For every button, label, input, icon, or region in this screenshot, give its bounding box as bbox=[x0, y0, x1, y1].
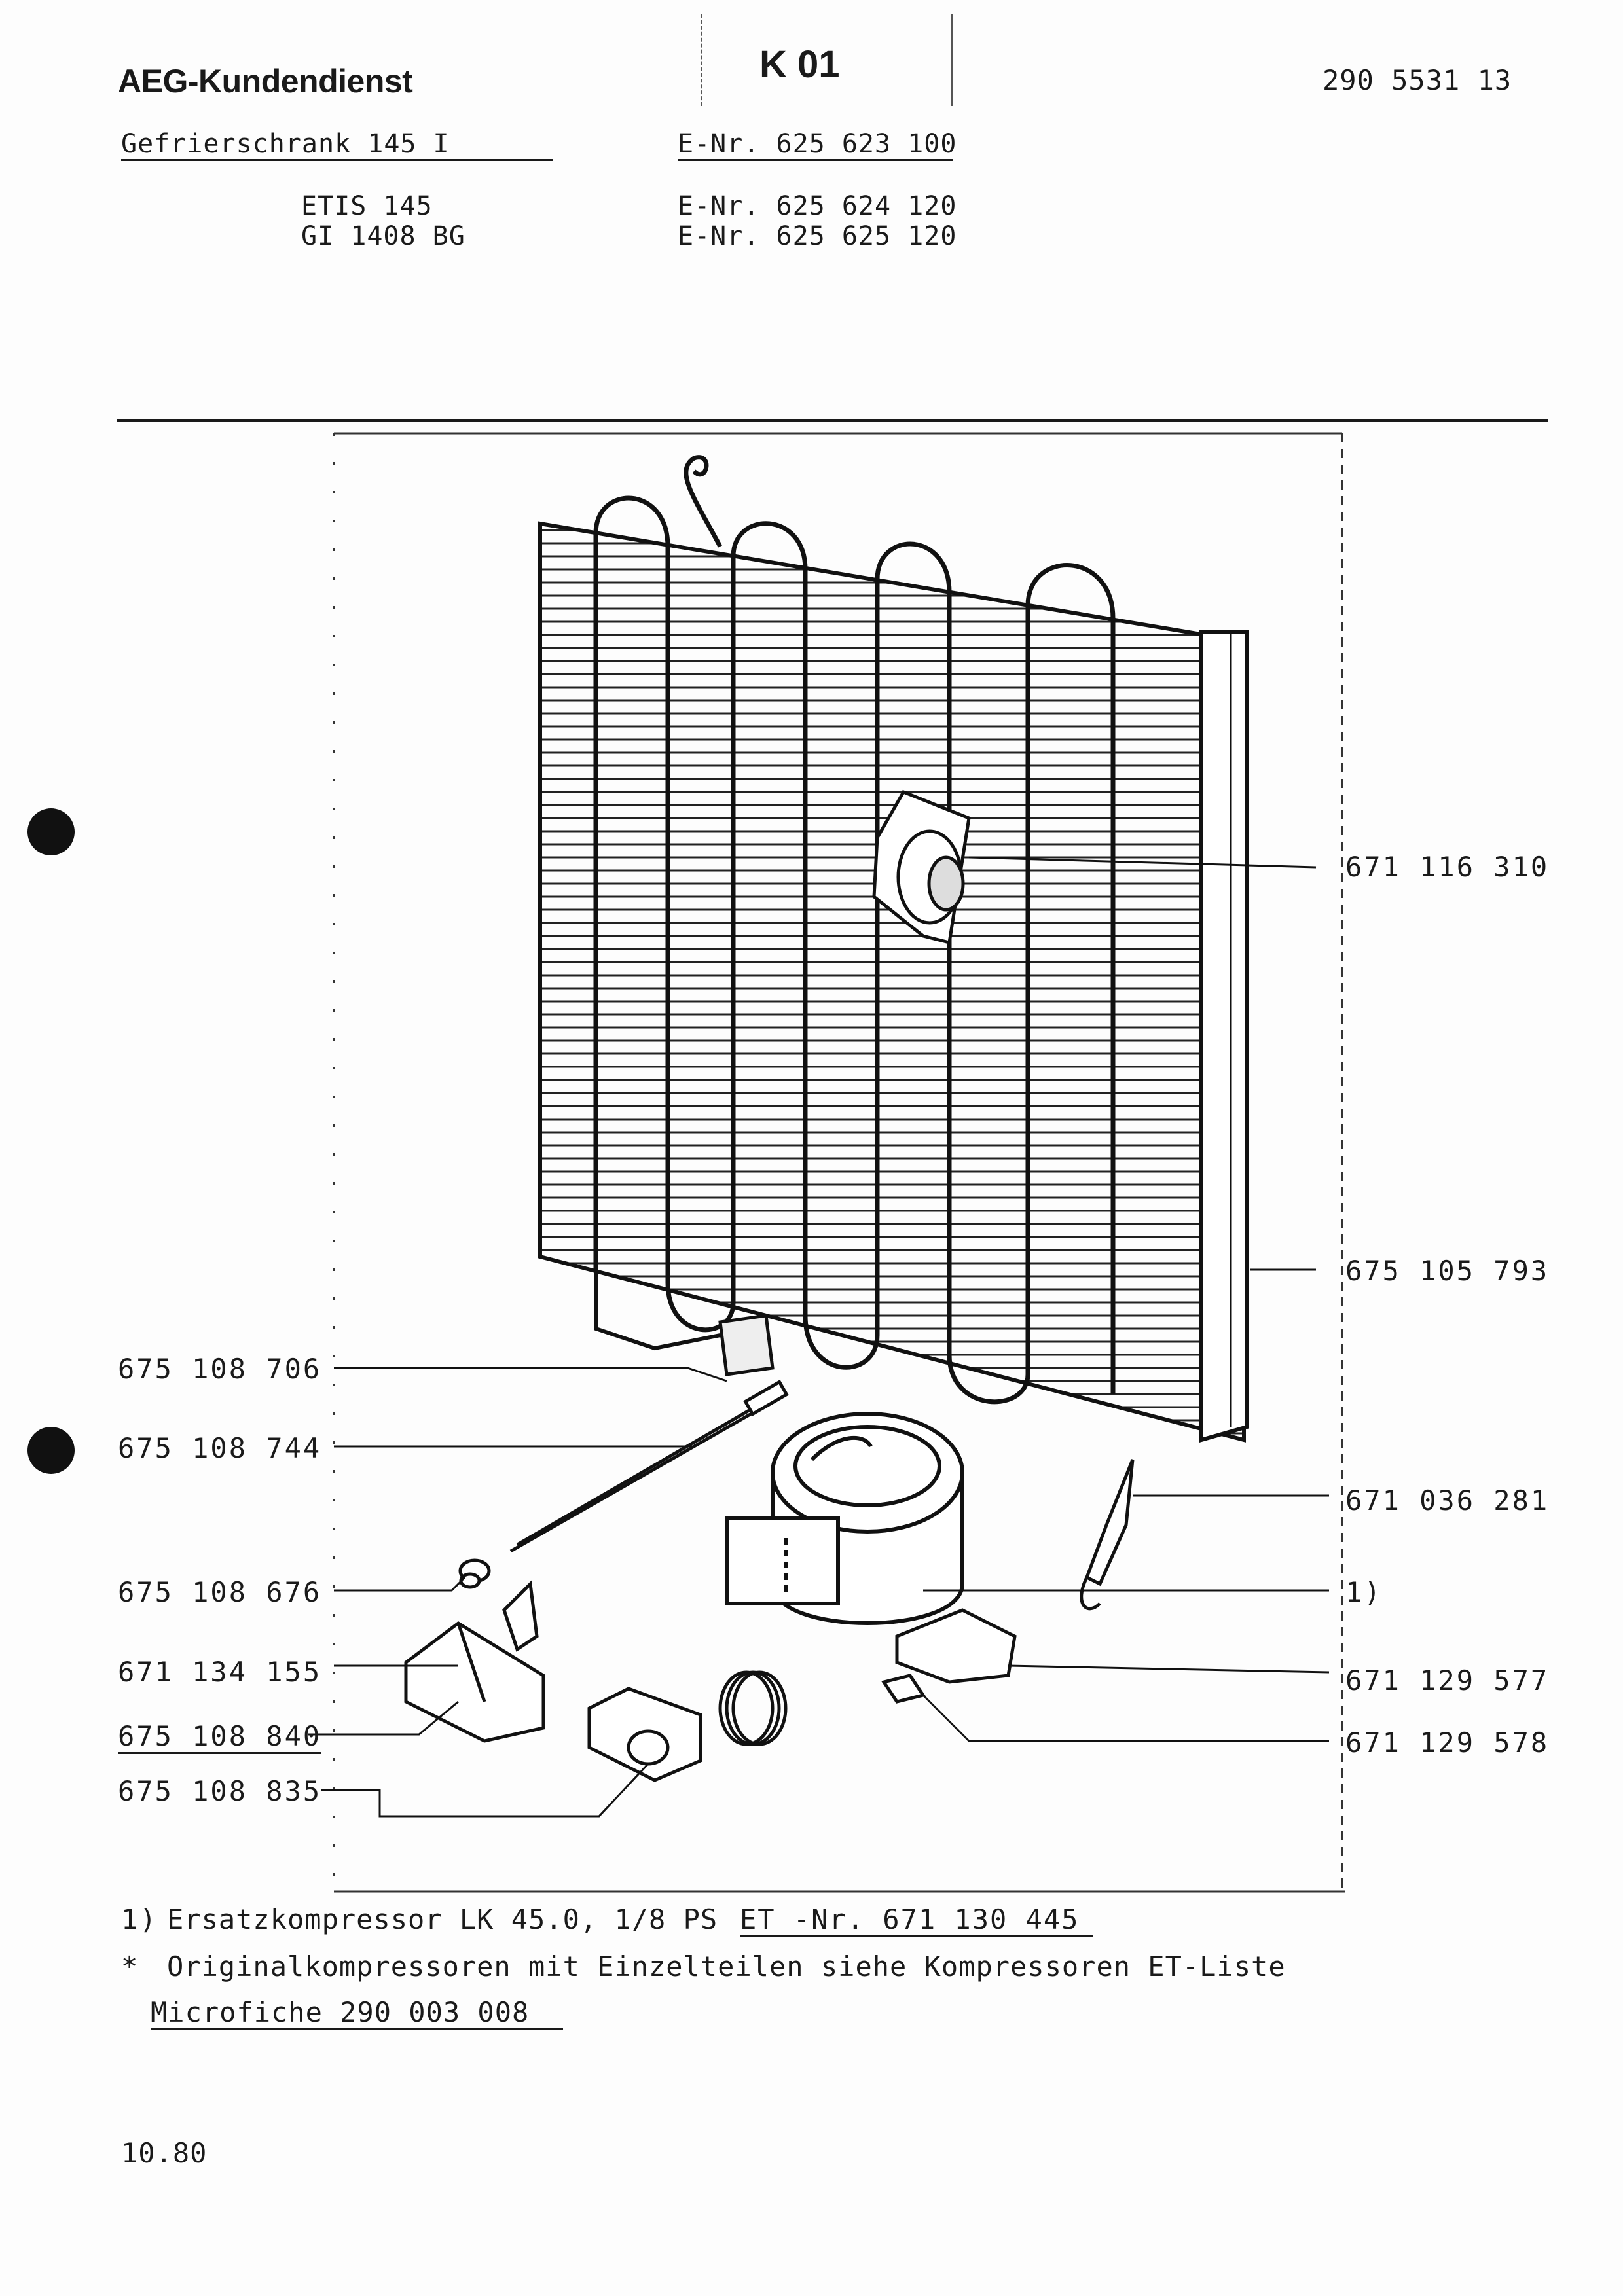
part-label: 671 134 155 bbox=[118, 1656, 322, 1688]
footnote-marker: * bbox=[121, 1950, 140, 1982]
print-date: 10.80 bbox=[121, 2137, 208, 2169]
relay-cover-part bbox=[404, 1580, 545, 1743]
mount-bracket-part bbox=[881, 1608, 1017, 1704]
part-label: 675 108 744 bbox=[118, 1432, 322, 1464]
punch-hole bbox=[27, 808, 75, 855]
service-valve-part bbox=[1080, 1459, 1135, 1611]
part-label: 675 108 676 bbox=[118, 1576, 322, 1608]
model-name: Gefrierschrank 145 I bbox=[121, 129, 553, 161]
model-name: GI 1408 BG bbox=[301, 221, 465, 251]
part-label: 675 105 793 bbox=[1345, 1255, 1550, 1287]
footnote-text: Ersatzkompressor LK 45.0, 1/8 PS bbox=[167, 1903, 718, 1935]
punch-hole bbox=[27, 1427, 75, 1474]
leader-lines bbox=[308, 856, 1330, 1818]
part-label: 671 129 578 bbox=[1345, 1727, 1550, 1759]
part-label: 671 116 310 bbox=[1345, 851, 1550, 883]
capillary-part bbox=[509, 1380, 789, 1553]
compressor-part bbox=[725, 1412, 964, 1625]
footnote-part-number: ET -Nr. 671 130 445 bbox=[740, 1903, 1093, 1937]
model-enr: E-Nr. 625 624 120 bbox=[678, 191, 957, 221]
part-label: 671 129 577 bbox=[1345, 1664, 1550, 1696]
part-label: 675 108 835 bbox=[118, 1775, 322, 1807]
page-code: K 01 bbox=[759, 43, 840, 86]
model-name: ETIS 145 bbox=[301, 191, 433, 221]
grid-support-part bbox=[872, 789, 971, 945]
diagram-frame bbox=[333, 432, 1345, 1893]
document-number: 290 5531 13 bbox=[1322, 64, 1512, 96]
header-divider bbox=[117, 419, 1548, 422]
footnote-marker: 1) bbox=[121, 1903, 158, 1935]
footnote-text: Originalkompressoren mit Einzelteilen si… bbox=[167, 1950, 1286, 1982]
model-enr: E-Nr. 625 623 100 bbox=[678, 129, 956, 161]
grommet-part bbox=[458, 1558, 491, 1589]
thermostat-part bbox=[587, 1670, 788, 1782]
part-label: 671 036 281 bbox=[1345, 1484, 1550, 1516]
model-enr: E-Nr. 625 625 120 bbox=[678, 221, 957, 251]
part-label: 675 108 706 bbox=[118, 1353, 322, 1385]
page-code-box bbox=[701, 14, 953, 106]
dryer-filter-part bbox=[718, 1314, 775, 1376]
microfiche-reference: Microfiche 290 003 008 bbox=[151, 1996, 563, 2030]
brand-title: AEG-Kundendienst bbox=[118, 63, 413, 99]
condenser-grid bbox=[538, 455, 1249, 1443]
part-label: 675 108 840 bbox=[118, 1720, 322, 1754]
part-label: 1) bbox=[1345, 1576, 1383, 1608]
